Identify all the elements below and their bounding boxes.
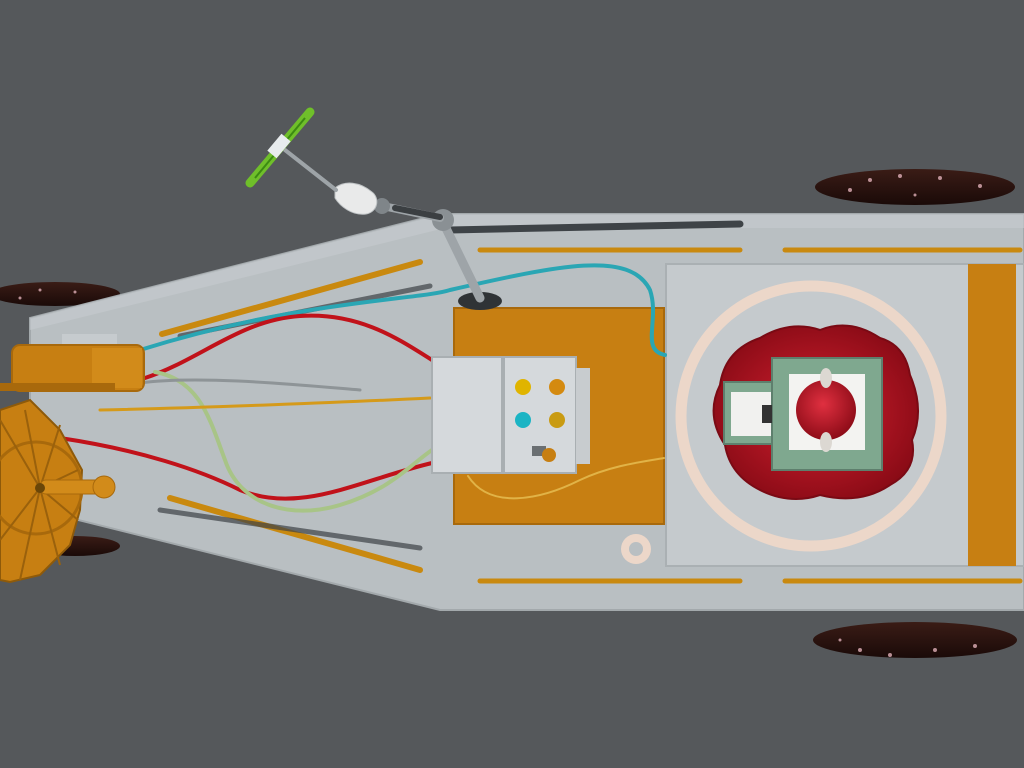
steering-wheel-icon[interactable] [0, 398, 116, 584]
flag-icon[interactable] [245, 107, 315, 188]
front-assembly [0, 334, 145, 392]
front-right-tire [0, 282, 120, 306]
yellow-wire [467, 457, 665, 500]
wires [58, 263, 667, 513]
red-knob[interactable] [796, 380, 856, 440]
chassis-shade [30, 214, 1024, 330]
yellow-button[interactable] [515, 379, 531, 395]
grey-wire [138, 378, 362, 392]
switch-lever[interactable] [542, 448, 556, 462]
orange-wire [98, 396, 432, 412]
robot-arm-icon[interactable] [283, 148, 502, 310]
washer-icon [621, 534, 651, 564]
chassis-slots [157, 220, 1023, 584]
control-box [431, 356, 590, 474]
rear-right-tire [815, 169, 1015, 205]
red-wire-top [143, 313, 434, 380]
rear-left-tire [813, 622, 1017, 658]
cyan-button[interactable] [515, 412, 531, 428]
orange-button[interactable] [549, 379, 565, 395]
amber-button[interactable] [549, 412, 565, 428]
rear-wood-strip [968, 264, 1016, 566]
seat-control-panel [723, 357, 883, 471]
red-wire-bottom [58, 436, 434, 501]
green-wire [153, 370, 434, 513]
platform-ring [675, 280, 947, 552]
robot-gripper [334, 182, 378, 215]
cyan-wire [138, 263, 667, 357]
tires [0, 169, 1017, 658]
